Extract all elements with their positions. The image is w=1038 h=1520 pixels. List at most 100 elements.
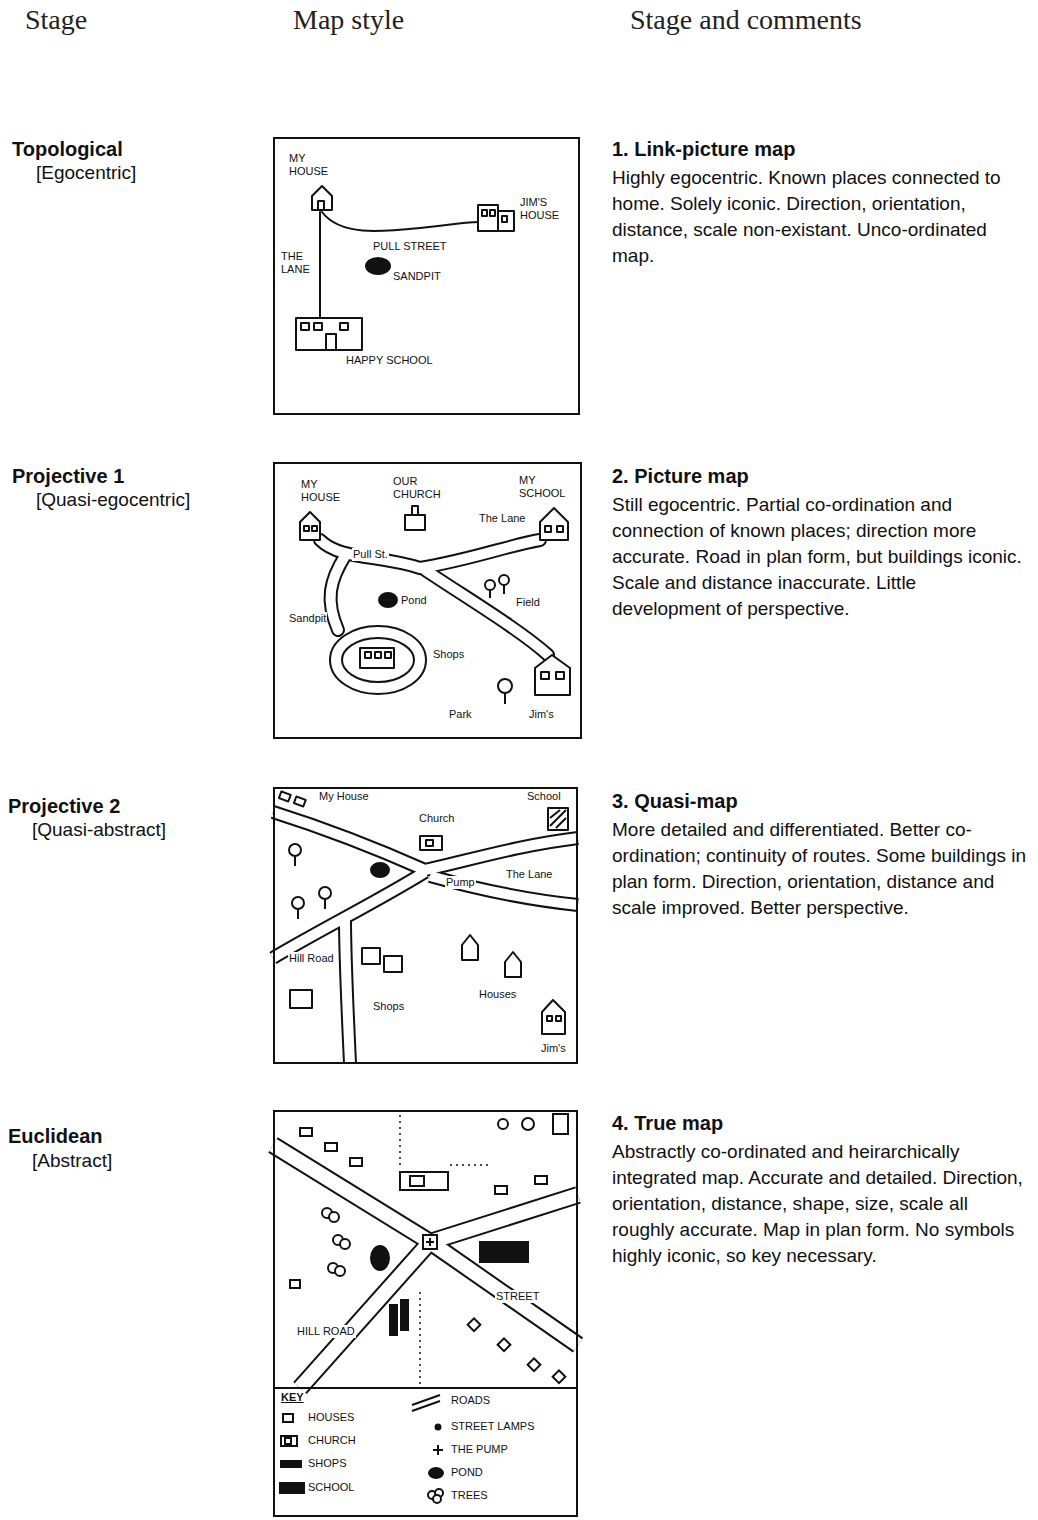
quasi-map-roads-part-part bbox=[273, 812, 578, 870]
link-picture-sketch-part bbox=[340, 323, 348, 330]
map-label: STREET bbox=[495, 1290, 540, 1303]
picture-map-roads-part-part bbox=[331, 556, 345, 630]
true-map-sketch-part bbox=[426, 1238, 434, 1246]
picture-map-sketch-part bbox=[499, 575, 509, 585]
true-map-roads-part-part bbox=[273, 1145, 578, 1242]
column-heading: Map style bbox=[293, 4, 404, 36]
map-label: Field bbox=[515, 596, 541, 609]
link-picture-sketch-part bbox=[478, 205, 498, 231]
map-label: School bbox=[526, 790, 562, 803]
true-map-sketch-part bbox=[410, 1176, 424, 1186]
map-label: SANDPIT bbox=[392, 270, 442, 283]
link-picture-sketch-part bbox=[314, 323, 322, 330]
quasi-map-sketch-part bbox=[556, 1016, 561, 1021]
true-map-roads-part bbox=[273, 1145, 578, 1388]
true-map-sketch-part bbox=[400, 1112, 490, 1386]
true-map-sketch-part bbox=[329, 1212, 339, 1222]
true-map-roads-part-part bbox=[273, 1145, 578, 1242]
map-label: Shops bbox=[372, 1000, 405, 1013]
link-picture-sketch-part bbox=[498, 211, 514, 231]
quasi-map-sketch-part bbox=[319, 887, 331, 899]
key-entry: HOUSES bbox=[307, 1411, 355, 1424]
quasi-map-roads-part-part bbox=[430, 876, 578, 905]
map-label: Pond bbox=[400, 594, 428, 607]
true-map-sketch-part bbox=[371, 1246, 389, 1270]
picture-map-sketch-part bbox=[360, 648, 394, 668]
picture-map-roads-part-part bbox=[320, 540, 540, 568]
map-label: HAPPY SCHOOL bbox=[345, 354, 434, 367]
key-samples-part bbox=[433, 1445, 443, 1455]
picture-map-sketch-part bbox=[405, 506, 425, 530]
true-map-sketch-part bbox=[553, 1370, 566, 1383]
link-picture-sketch-part bbox=[490, 210, 495, 216]
picture-map-roads-part bbox=[320, 540, 548, 688]
key-samples bbox=[280, 1395, 443, 1503]
picture-map-sketch-part bbox=[304, 526, 309, 531]
picture-map-sketch-part bbox=[540, 508, 568, 540]
true-map-sketch-part bbox=[423, 1235, 437, 1249]
map-label: Park bbox=[448, 708, 473, 721]
key-samples-part bbox=[429, 1468, 443, 1478]
true-map-sketch-part bbox=[528, 1358, 541, 1371]
stage-title: 2. Picture map bbox=[612, 465, 749, 488]
picture-map-sketch-part bbox=[489, 590, 491, 598]
link-picture-sketch-part bbox=[319, 212, 321, 318]
picture-map-sketch-part bbox=[375, 652, 381, 658]
true-map-sketch-part bbox=[535, 1176, 547, 1184]
stage-title: 3. Quasi-map bbox=[612, 790, 738, 813]
map-label: Hill Road bbox=[288, 952, 335, 965]
map-label: Pump bbox=[445, 876, 476, 889]
true-map-roads-part-part bbox=[430, 1242, 578, 1345]
column-heading: Stage and comments bbox=[630, 4, 862, 36]
map-label: PULL STREET bbox=[372, 240, 448, 253]
true-map-sketch-part bbox=[498, 1119, 508, 1129]
map-label: MY HOUSE bbox=[288, 152, 335, 177]
quasi-map-sketch-part bbox=[420, 836, 442, 850]
true-map-roads-part-part bbox=[430, 1242, 578, 1345]
quasi-map-sketch-part bbox=[542, 1000, 565, 1034]
true-map-roads-part-part bbox=[300, 1242, 430, 1388]
key-samples-part bbox=[281, 1436, 297, 1446]
true-map-sketch-part bbox=[390, 1305, 397, 1335]
key-entry: THE PUMP bbox=[450, 1443, 509, 1456]
picture-map-roads-part bbox=[320, 540, 548, 688]
map-frame: MY HOUSEPULL STREETJIM'S HOUSETHE LANESA… bbox=[273, 137, 580, 415]
link-picture-sketch-part bbox=[301, 323, 309, 330]
true-map-sketch-part bbox=[480, 1242, 528, 1262]
true-map-sketch-part bbox=[522, 1118, 534, 1130]
quasi-map-roads-part bbox=[273, 812, 578, 1063]
stage-type: [Abstract] bbox=[32, 1150, 112, 1172]
stage-type: [Egocentric] bbox=[36, 162, 136, 184]
link-picture-sketch-part bbox=[482, 210, 487, 216]
key-samples-part bbox=[280, 1483, 304, 1493]
map-label: Jim's bbox=[540, 1042, 567, 1055]
quasi-map-sketch-part bbox=[294, 856, 296, 866]
map-label: Pull St. bbox=[352, 548, 389, 561]
key-samples-part bbox=[436, 1425, 441, 1430]
picture-map-sketch-part bbox=[312, 526, 317, 531]
key-entry: ROADS bbox=[450, 1394, 491, 1407]
quasi-map-sketch-part bbox=[297, 909, 299, 919]
quasi-map-sketch-part bbox=[290, 990, 312, 1008]
picture-map-sketch-part bbox=[300, 512, 320, 540]
stage-type: [Quasi-egocentric] bbox=[36, 489, 190, 511]
picture-map-roads-part-part bbox=[331, 556, 345, 630]
true-map-sketch-part bbox=[401, 1300, 408, 1330]
picture-map-sketch-part bbox=[365, 652, 371, 658]
stage-name: Projective 2 bbox=[8, 795, 120, 818]
key-entry: CHURCH bbox=[307, 1434, 357, 1447]
picture-map-sketch-part bbox=[545, 526, 551, 532]
stage-comment: Highly egocentric. Known places connecte… bbox=[612, 165, 1028, 269]
key-entry: SCHOOL bbox=[307, 1481, 355, 1494]
link-picture-sketch bbox=[296, 186, 514, 350]
key-samples-part bbox=[285, 1438, 291, 1444]
true-map-sketch-part bbox=[553, 1114, 568, 1134]
stage-title: 1. Link-picture map bbox=[612, 138, 795, 161]
column-heading: Stage bbox=[25, 4, 87, 36]
true-map-sketch-part bbox=[350, 1158, 362, 1166]
true-map-sketch-part bbox=[400, 1172, 448, 1190]
key-samples-part bbox=[412, 1395, 440, 1411]
true-map-sketch bbox=[273, 1112, 578, 1388]
key-samples-part bbox=[433, 1495, 441, 1503]
